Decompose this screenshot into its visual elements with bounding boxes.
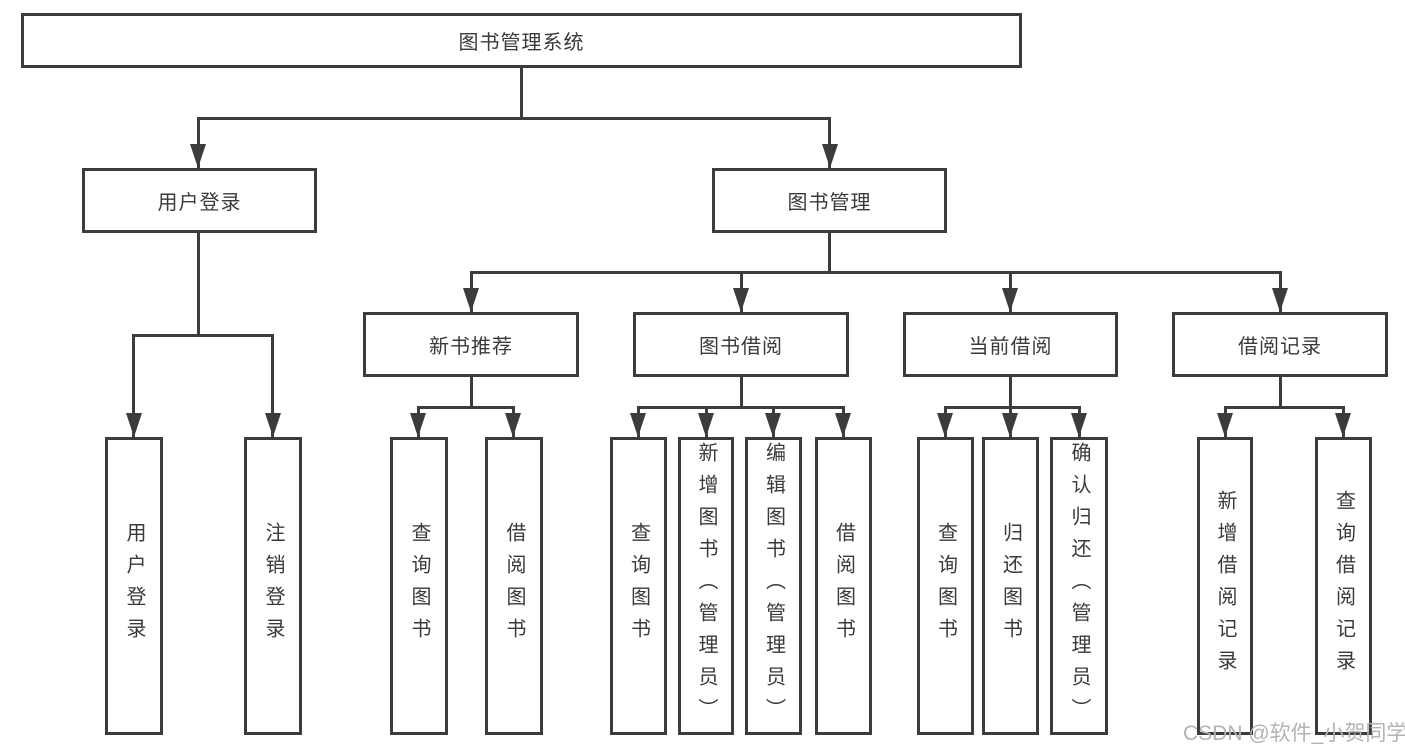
connector-split <box>944 406 1081 409</box>
arrow-down-icon <box>698 413 714 437</box>
connector-level2-split <box>470 271 1282 274</box>
leaf-logout: 注销登录 <box>244 437 302 735</box>
connector-trunk <box>470 377 473 407</box>
leaf-confirm-return-admin-label: 确认归还（管理员） <box>1068 442 1090 730</box>
connector-split <box>1224 406 1345 409</box>
connector-trunk <box>740 377 743 407</box>
connector-line <box>271 335 274 437</box>
leaf-query-books-recommend-label: 查询图书 <box>408 522 430 650</box>
arrow-down-icon <box>765 413 781 437</box>
leaf-query-books-borrowing-label: 查询图书 <box>627 522 650 650</box>
leaf-borrow-books-recommend: 借阅图书 <box>485 437 543 735</box>
leaf-query-borrow-record-label: 查询借阅记录 <box>1332 490 1355 682</box>
arrow-down-icon <box>1335 413 1351 437</box>
arrow-down-icon <box>630 413 646 437</box>
connector-book-mgmt-trunk <box>828 233 831 272</box>
connector-level1-split <box>197 117 831 120</box>
connector-trunk <box>1279 377 1282 407</box>
leaf-logout-label: 注销登录 <box>262 522 284 650</box>
node-book-management: 图书管理 <box>712 168 947 233</box>
node-new-book-recommend: 新书推荐 <box>363 312 579 377</box>
watermark: CSDN @软件_小贺同学 <box>1183 722 1405 745</box>
arrow-down-icon <box>463 288 479 312</box>
arrow-down-icon <box>1002 413 1018 437</box>
node-user-login-label: 用户登录 <box>157 192 242 214</box>
leaf-query-books-borrowing: 查询图书 <box>610 437 667 735</box>
connector-line <box>828 118 831 168</box>
node-book-borrowing-label: 图书借阅 <box>699 336 783 358</box>
leaf-edit-books-admin: 编辑图书（管理员） <box>745 437 802 735</box>
leaf-add-borrow-record: 新增借阅记录 <box>1197 437 1253 735</box>
leaf-borrow-books-recommend-label: 借阅图书 <box>503 522 525 650</box>
leaf-add-books-admin: 新增图书（管理员） <box>678 437 734 735</box>
node-root: 图书管理系统 <box>21 13 1022 68</box>
connector-split <box>417 406 515 409</box>
leaf-borrow-books-borrowing-label: 借阅图书 <box>832 522 855 650</box>
arrow-down-icon <box>1217 413 1233 437</box>
arrow-down-icon <box>1272 288 1288 312</box>
leaf-return-books: 归还图书 <box>982 437 1039 735</box>
node-current-borrowing-label: 当前借阅 <box>968 336 1053 358</box>
arrow-down-icon <box>835 413 851 437</box>
connector-line <box>132 335 135 437</box>
leaf-add-borrow-record-label: 新增借阅记录 <box>1214 490 1236 682</box>
node-borrowing-records-label: 借阅记录 <box>1238 336 1322 358</box>
connector-user-login-trunk <box>197 233 200 335</box>
node-root-label: 图书管理系统 <box>458 32 585 54</box>
leaf-confirm-return-admin: 确认归还（管理员） <box>1050 437 1108 735</box>
arrow-down-icon <box>1071 413 1087 437</box>
leaf-borrow-books-borrowing: 借阅图书 <box>815 437 872 735</box>
arrow-down-icon <box>822 144 838 168</box>
node-book-borrowing: 图书借阅 <box>633 312 849 377</box>
arrow-down-icon <box>733 288 749 312</box>
arrow-down-icon <box>937 413 953 437</box>
connector-user-login-split <box>132 334 274 337</box>
connector-trunk <box>1009 377 1012 407</box>
leaf-query-books-current-label: 查询图书 <box>934 522 957 650</box>
arrow-down-icon <box>410 413 426 437</box>
leaf-user-login: 用户登录 <box>105 437 163 735</box>
connector-root-trunk <box>520 68 523 118</box>
node-new-book-recommend-label: 新书推荐 <box>429 336 513 358</box>
leaf-add-books-admin-label: 新增图书（管理员） <box>695 442 717 730</box>
arrow-down-icon <box>190 144 206 168</box>
leaf-return-books-label: 归还图书 <box>999 522 1022 650</box>
node-borrowing-records: 借阅记录 <box>1172 312 1388 377</box>
leaf-user-login-label: 用户登录 <box>123 522 145 650</box>
leaf-query-books-recommend: 查询图书 <box>390 437 448 735</box>
node-current-borrowing: 当前借阅 <box>903 312 1118 377</box>
node-book-management-label: 图书管理 <box>787 192 872 214</box>
arrow-down-icon <box>1002 288 1018 312</box>
arrow-down-icon <box>126 413 142 437</box>
arrow-down-icon <box>505 413 521 437</box>
leaf-edit-books-admin-label: 编辑图书（管理员） <box>762 442 785 730</box>
leaf-query-books-current: 查询图书 <box>917 437 974 735</box>
connector-split <box>637 406 845 409</box>
arrow-down-icon <box>265 413 281 437</box>
leaf-query-borrow-record: 查询借阅记录 <box>1315 437 1372 735</box>
connector-line <box>197 118 200 168</box>
node-user-login: 用户登录 <box>82 168 317 233</box>
